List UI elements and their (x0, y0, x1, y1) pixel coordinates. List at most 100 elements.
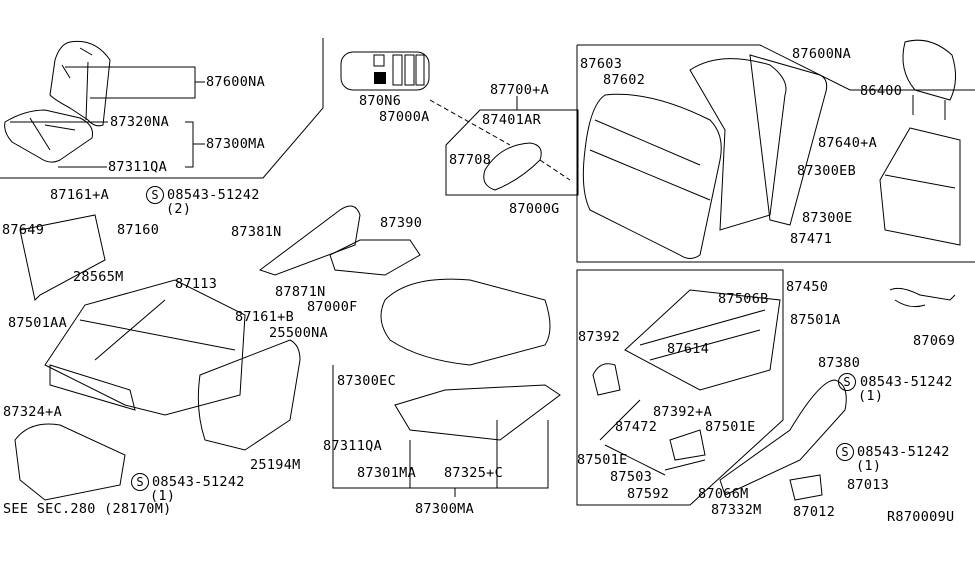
vehicle-seat-box (373, 54, 385, 67)
label-87013: 87013 (847, 477, 890, 493)
label-87000G: 87000G (509, 201, 560, 217)
label-87603: 87603 (580, 56, 623, 72)
label-870N6: 870N6 (359, 93, 402, 109)
vehicle-seat-row-3 (415, 54, 425, 86)
label-87300EC: 87300EC (337, 373, 396, 389)
inset-border-seat-assembly (0, 38, 324, 179)
label-87602: 87602 (603, 72, 646, 88)
label-87300E: 87300E (802, 210, 853, 226)
label-87592: 87592 (627, 486, 670, 502)
label-87708: 87708 (449, 152, 492, 168)
armrest-inset-box (445, 109, 579, 196)
leader-87600NA-a (65, 66, 205, 99)
ecu-unit-28170M (14, 423, 126, 501)
label-08543-51242-b: 08543-51242 (152, 474, 245, 490)
label-87501E-a: 87501E (705, 419, 756, 435)
label-87503: 87503 (610, 469, 653, 485)
label-see-sec-280: SEE SEC.280 (28170M) (3, 501, 172, 517)
label-87320NA: 87320NA (110, 114, 169, 130)
standard-part-symbol: S (131, 473, 149, 491)
label-87401AR: 87401AR (482, 112, 541, 128)
label-87450: 87450 (786, 279, 829, 295)
label-87640A: 87640+A (818, 135, 877, 151)
cable-87472 (599, 399, 706, 476)
label-87600NA-seatback: 87600NA (206, 74, 265, 90)
seatback-cover-sketch (582, 93, 722, 259)
vehicle-locator-outline (340, 51, 430, 91)
label-25194M: 25194M (250, 457, 301, 473)
bracket-87300MA-a (185, 121, 205, 168)
label-87301MA: 87301MA (357, 465, 416, 481)
label-87324A: 87324+A (3, 404, 62, 420)
label-87000A: 87000A (379, 109, 430, 125)
label-08543-51242-c: 08543-51242 (860, 374, 953, 390)
armrest-fastener-line (429, 99, 571, 181)
label-87600NA-cover: 87600NA (792, 46, 851, 62)
cushion-frame-sketch (44, 279, 246, 416)
label-87380: 87380 (818, 355, 861, 371)
cross-member-87324A (49, 364, 136, 411)
label-87501AA: 87501AA (8, 315, 67, 331)
label-87000F: 87000F (307, 299, 358, 315)
harness-87069 (889, 287, 956, 308)
label-87300MA-pan: 87300MA (415, 501, 474, 517)
label-87471: 87471 (790, 231, 833, 247)
seat-track-inset-box (576, 269, 784, 506)
seat-cushion-sketch (4, 109, 93, 163)
label-87325C: 87325+C (444, 465, 503, 481)
seat-track-frame-sketch (624, 289, 781, 391)
diagram-code: R870009U (887, 509, 955, 525)
seatback-frame-sketch (689, 58, 787, 231)
label-08543-qty-1-c: (1) (858, 388, 884, 404)
label-08543-qty-1-b: (1) (150, 488, 176, 504)
seat-pan-87301MA-sketch (394, 384, 561, 441)
label-87160: 87160 (117, 222, 160, 238)
vehicle-selected-seat (374, 72, 386, 84)
label-87069: 87069 (913, 333, 956, 349)
label-87066M: 87066M (698, 486, 749, 502)
label-87390: 87390 (380, 215, 423, 231)
seatback-rear-panel (879, 127, 961, 246)
label-87506B: 87506B (718, 291, 769, 307)
side-cover-87161B (197, 339, 301, 451)
label-87614: 87614 (667, 341, 710, 357)
label-25500NA: 25500NA (269, 325, 328, 341)
side-cover-87161A (19, 214, 106, 302)
vehicle-seat-row-2 (404, 54, 415, 86)
seatback-inset-box (576, 44, 975, 263)
label-87300EB: 87300EB (797, 163, 856, 179)
label-87332M: 87332M (711, 502, 762, 518)
label-08543-51242-a: 08543-51242 (167, 187, 260, 203)
label-87501A: 87501A (790, 312, 841, 328)
vehicle-seat-row-1 (392, 54, 403, 86)
seat-side-trim-87380 (719, 379, 847, 496)
label-87501E-b: 87501E (577, 452, 628, 468)
standard-part-symbol: S (146, 186, 164, 204)
label-87871N: 87871N (275, 284, 326, 300)
label-87381N: 87381N (231, 224, 282, 240)
label-08543-qty-2: (2) (166, 201, 192, 217)
standard-part-symbol: S (838, 373, 856, 391)
headrest-sketch (902, 39, 956, 120)
switch-87066M (789, 474, 823, 501)
cushion-87311QA-sketch (380, 278, 551, 366)
label-87700A: 87700+A (490, 82, 549, 98)
label-87392: 87392 (578, 329, 621, 345)
label-08543-qty-1-d: (1) (856, 458, 882, 474)
label-28565M: 28565M (73, 269, 124, 285)
seatback-board-sketch (749, 54, 828, 226)
bracket-87300MA-b (332, 365, 549, 497)
armrest-sketch (483, 142, 542, 191)
label-87311QA-assembly: 87311QA (108, 159, 167, 175)
label-87311QA-cushion: 87311QA (323, 438, 382, 454)
seatback-sketch (49, 40, 111, 127)
label-87161B: 87161+B (235, 309, 294, 325)
label-86400: 86400 (860, 83, 903, 99)
label-87113: 87113 (175, 276, 218, 292)
armrest-base-87381N (258, 205, 361, 276)
label-87012: 87012 (793, 504, 836, 520)
label-08543-51242-d: 08543-51242 (857, 444, 950, 460)
label-87472: 87472 (615, 419, 658, 435)
label-87300MA-assembly: 87300MA (206, 136, 265, 152)
